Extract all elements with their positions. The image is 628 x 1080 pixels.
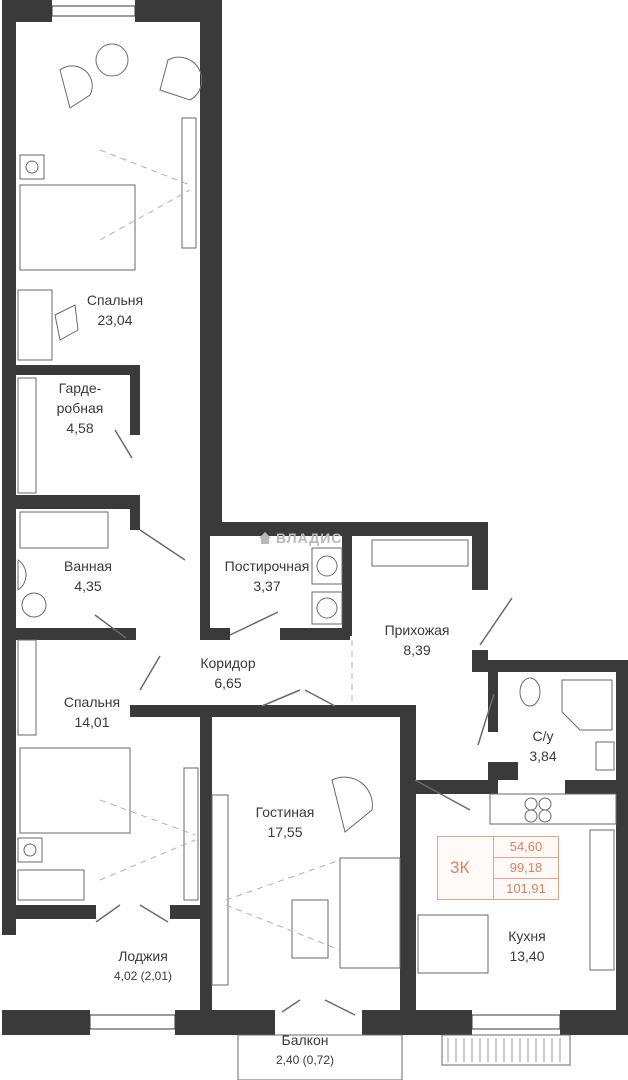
room-bedroom-1: Спальня 23,04 bbox=[70, 290, 160, 330]
room-living: Гостиная 17,55 bbox=[240, 802, 330, 842]
room-name: Спальня bbox=[86, 292, 144, 308]
room-name-line2: робная bbox=[56, 400, 104, 416]
room-name: С/у bbox=[532, 728, 554, 744]
room-wardrobe: Гарде- робная 4,58 bbox=[42, 378, 118, 438]
room-name: Лоджия bbox=[118, 948, 168, 964]
room-name: Балкон bbox=[281, 1032, 329, 1048]
radiator bbox=[441, 1034, 571, 1066]
room-wc: С/у 3,84 bbox=[518, 726, 568, 766]
room-area: 3,84 bbox=[529, 748, 557, 764]
room-area: 3,37 bbox=[253, 578, 281, 594]
room-hallway: Прихожая 8,39 bbox=[372, 620, 462, 660]
furniture bbox=[17, 43, 617, 986]
room-area: 6,65 bbox=[214, 675, 242, 691]
room-area: 14,01 bbox=[74, 714, 110, 730]
area-with-balconies: 101,91 bbox=[506, 881, 546, 896]
room-area: 17,55 bbox=[267, 824, 303, 840]
room-area: 13,40 bbox=[509, 948, 545, 964]
room-corridor: Коридор 6,65 bbox=[180, 653, 276, 693]
room-bathroom: Ванная 4,35 bbox=[50, 556, 126, 596]
room-loggia: Лоджия 4,02 (2,01) bbox=[100, 946, 186, 986]
room-name: Коридор bbox=[200, 655, 256, 671]
walls bbox=[2, 0, 628, 1035]
room-name: Спальня bbox=[63, 694, 121, 710]
room-name: Ванная bbox=[64, 558, 112, 574]
windows bbox=[51, 5, 561, 1030]
view-lines bbox=[99, 149, 353, 951]
room-area-value: 4,02 bbox=[113, 969, 138, 983]
room-area: 2,40 (0,72) bbox=[275, 1053, 335, 1067]
doors bbox=[94, 429, 513, 1016]
room-area: 23,04 bbox=[97, 312, 133, 328]
room-area-reduced: (2,01) bbox=[140, 969, 173, 983]
room-bedroom-2: Спальня 14,01 bbox=[52, 692, 132, 732]
house-logo-icon bbox=[259, 532, 271, 544]
watermark: ВЛАДИС bbox=[258, 530, 342, 546]
room-balcony: Балкон 2,40 (0,72) bbox=[250, 1030, 360, 1070]
room-area: 4,35 bbox=[74, 578, 102, 594]
apartment-badge: 3К 54,60 99,18 101,91 bbox=[437, 836, 559, 900]
apartment-areas: 54,60 99,18 101,91 bbox=[493, 837, 558, 899]
area-living: 54,60 bbox=[494, 837, 558, 858]
room-area: 4,58 bbox=[66, 420, 94, 436]
room-name: Кухня bbox=[508, 928, 546, 944]
watermark-text: ВЛАДИС bbox=[276, 530, 343, 546]
room-name-line1: Гарде- bbox=[58, 380, 102, 396]
room-area: 4,02 (2,01) bbox=[100, 966, 186, 986]
room-area: 8,39 bbox=[403, 642, 431, 658]
apartment-type: 3К bbox=[450, 858, 470, 877]
area-total: 99,18 bbox=[494, 858, 558, 879]
room-name: Прихожая bbox=[384, 622, 450, 638]
room-kitchen: Кухня 13,40 bbox=[492, 926, 562, 966]
room-laundry: Постирочная 3,37 bbox=[212, 556, 322, 596]
balcony bbox=[237, 1034, 403, 1080]
room-name: Постирочная bbox=[224, 558, 310, 574]
room-name: Гостиная bbox=[255, 804, 315, 820]
